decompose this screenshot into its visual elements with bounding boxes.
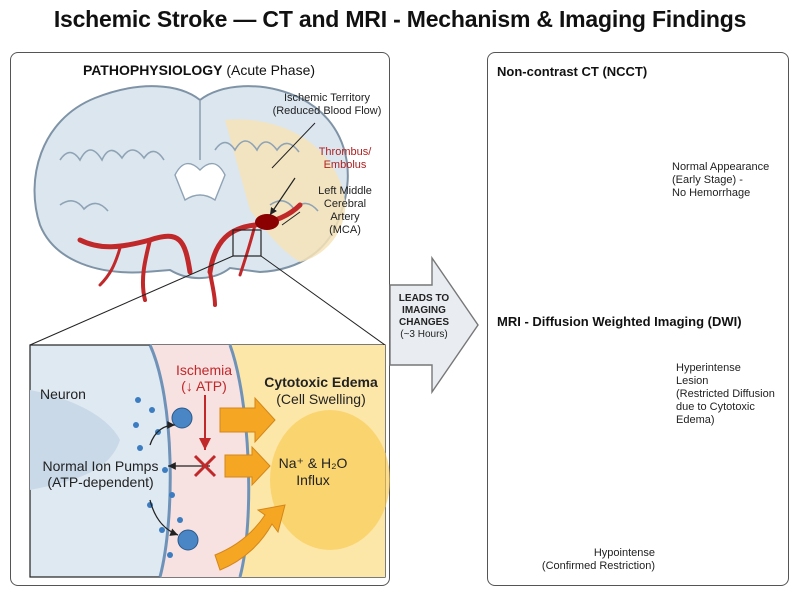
adc-finding-label: Hypointense (Confirmed Restriction) xyxy=(541,547,655,572)
mca-label: Left Middle Cerebral Artery (MCA) xyxy=(318,185,372,236)
influx-arrow-middle xyxy=(224,445,271,487)
pathophysiology-heading-bold: PATHOPHYSIOLOGY xyxy=(82,62,223,78)
imaging-panel xyxy=(487,52,789,586)
coronal-brain xyxy=(29,85,386,346)
territory-label: Ischemic Territory (Reduced Blood Flow) xyxy=(272,92,382,117)
influx-label: Na⁺ & H₂O Influx xyxy=(278,455,348,488)
ion-pump-top xyxy=(171,407,193,429)
ischemic-territory-shading xyxy=(225,119,346,262)
neuron-label: Neuron xyxy=(40,386,86,402)
mri-finding-label: Hyperintense Lesion (Restricted Diffusio… xyxy=(676,362,775,426)
ion-pumps-label: Normal Ion Pumps (ATP-dependent) xyxy=(42,458,159,490)
thrombus xyxy=(255,214,279,230)
influx-arrow-bottom xyxy=(214,504,286,571)
neuron-body xyxy=(30,390,120,490)
ventricles xyxy=(174,162,226,202)
pathophysiology-heading-sub: (Acute Phase) xyxy=(226,62,316,78)
zoom-box xyxy=(232,229,262,257)
pathophysiology-heading: PATHOPHYSIOLOGY (Acute Phase) xyxy=(10,62,388,78)
ct-title: Non-contrast CT (NCCT) xyxy=(497,64,648,79)
influx-arrow-top xyxy=(219,396,276,444)
ct-finding-label: Normal Appearance (Early Stage) - No Hem… xyxy=(672,161,770,199)
leads-to-arrow xyxy=(389,255,479,395)
leads-to-text: LEADS TO IMAGING CHANGES (~3 Hours) xyxy=(398,293,450,340)
cytotoxic-edema-label: Cytotoxic Edema (Cell Swelling) xyxy=(264,374,378,407)
page-title: Ischemic Stroke — CT and MRI - Mechanism… xyxy=(53,6,747,32)
mri-title: MRI - Diffusion Weighted Imaging (DWI) xyxy=(497,314,742,329)
territory-pointer xyxy=(271,122,316,169)
ischemia-label: Ischemia (↓ ATP) xyxy=(175,362,233,394)
cell-inset xyxy=(29,344,390,578)
adc-title: ADC Map xyxy=(668,467,718,479)
thrombus-label: Thrombus/ Embolus xyxy=(318,146,372,171)
ion-pump-bottom xyxy=(177,529,199,551)
blocked-pump-x xyxy=(193,454,217,478)
